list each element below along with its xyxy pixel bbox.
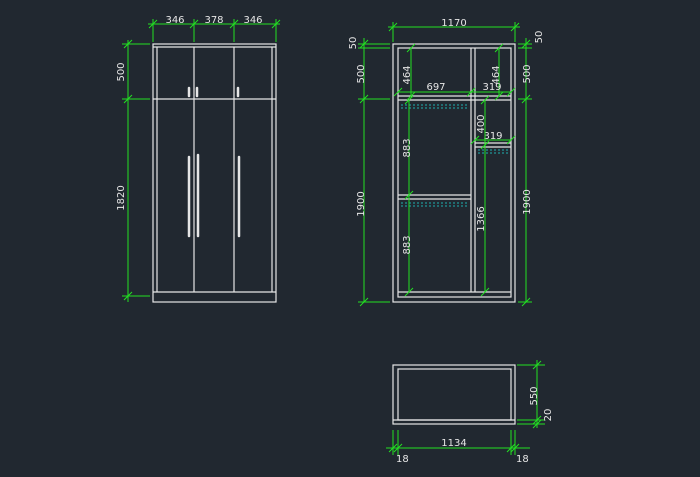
left-height-upper: 500 (356, 64, 367, 83)
plan-depth: 550 (529, 386, 540, 405)
plan-dimensions: 1134 18 18 550 20 (386, 360, 554, 465)
front-width-2: 378 (204, 15, 223, 26)
front-width-3: 346 (243, 15, 262, 26)
left-height-main: 1900 (356, 191, 367, 216)
upper-right-height: 464 (491, 65, 502, 84)
section-outline (392, 43, 516, 303)
plan-back-thickness: 20 (543, 409, 554, 422)
front-outline (152, 43, 277, 303)
plan-left-offset: 18 (396, 454, 409, 465)
overall-width: 1170 (441, 18, 466, 29)
plan-right-offset: 18 (516, 454, 529, 465)
front-height-top: 500 (116, 62, 127, 81)
section-dimensions: 1170 50 500 1900 50 500 1900 464 464 (348, 18, 545, 307)
hanging-height: 1366 (476, 206, 487, 231)
front-dimensions: 346 378 346 500 1820 (116, 15, 281, 302)
drawer-height: 400 (476, 114, 487, 133)
plan-inner (397, 368, 512, 421)
right-compartment-width: 319 (482, 82, 501, 93)
front-height-main: 1820 (116, 185, 127, 210)
left-compartment-width: 697 (426, 82, 445, 93)
plan-inner-width: 1134 (441, 438, 466, 449)
right-height-upper: 500 (522, 64, 533, 83)
right-height-top: 50 (534, 31, 545, 44)
upper-left-height: 464 (402, 65, 413, 84)
shelf-gap-lower: 883 (402, 235, 413, 254)
shelf-gap-upper: 883 (402, 138, 413, 157)
drawer-width: 319 (483, 131, 502, 142)
plan-view (392, 364, 516, 425)
front-view (152, 43, 277, 303)
inner-outline (397, 47, 512, 298)
left-height-top: 50 (348, 37, 359, 50)
front-width-1: 346 (165, 15, 184, 26)
plan-outline (392, 364, 516, 425)
right-height-main: 1900 (522, 189, 533, 214)
